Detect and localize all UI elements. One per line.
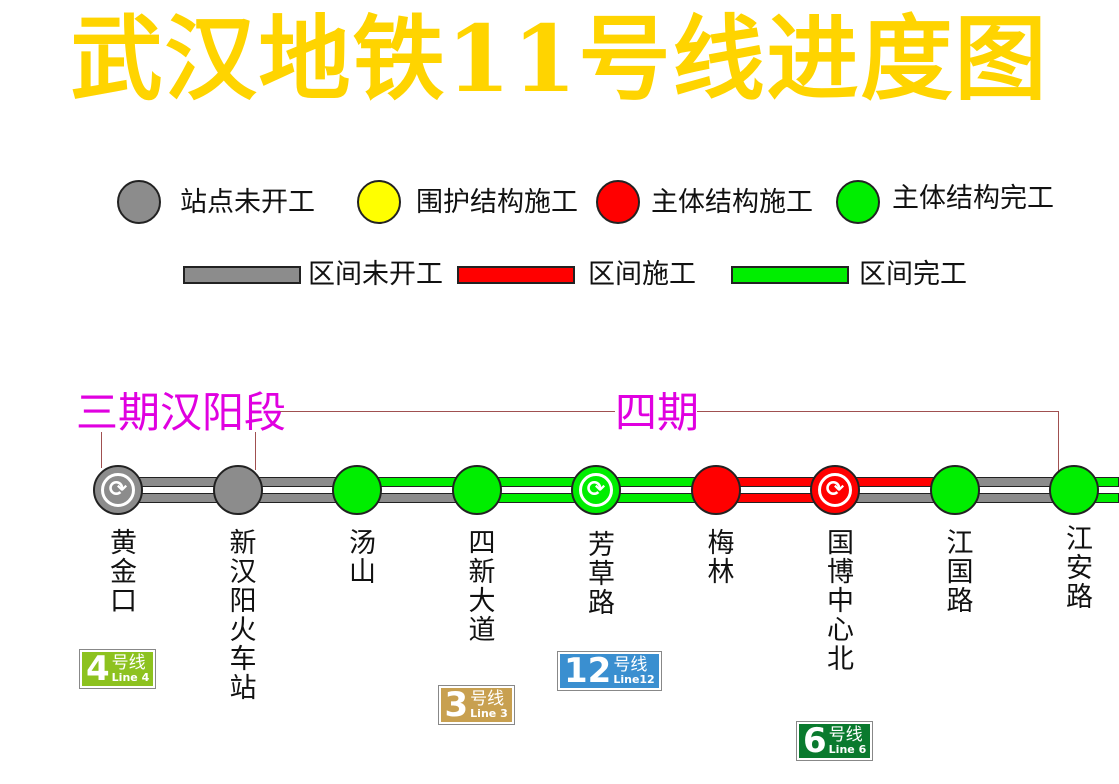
legend-bar-complete	[731, 266, 849, 284]
badge-cn: 号线	[111, 653, 146, 673]
legend-label: 区间施工	[588, 259, 696, 290]
legend-dot-main-construction	[596, 180, 640, 224]
phase-bracket-line	[101, 432, 102, 468]
phase-bracket-line	[255, 432, 256, 470]
transfer-icon: ⟳	[818, 473, 852, 507]
station-name: 国博中心北	[822, 528, 853, 673]
station-marker[interactable]: ⟳	[93, 465, 143, 515]
station-marker[interactable]	[332, 465, 382, 515]
legend-label: 主体结构完工	[892, 183, 1054, 214]
legend-label: 区间未开工	[308, 259, 443, 290]
legend-dot-not-started	[117, 180, 161, 224]
station-name: 江安路	[1061, 524, 1092, 611]
badge-line-number: 6	[803, 721, 827, 761]
station-name: 四新大道	[463, 528, 495, 644]
station-name: 黄金口	[105, 528, 136, 615]
station-name: 江国路	[941, 528, 973, 615]
legend-bar-not-started	[183, 266, 301, 284]
transfer-icon: ⟳	[579, 473, 613, 507]
phase-label-phase4: 四期	[615, 388, 700, 437]
station-name: 新汉阳火车站	[224, 528, 256, 702]
legend-label: 围护结构施工	[416, 187, 578, 218]
phase-bracket-line	[697, 411, 1059, 412]
badge-line-number: 3	[444, 685, 469, 725]
station-marker[interactable]	[451, 465, 502, 515]
phase-bracket-line	[1058, 411, 1059, 471]
station-name: 芳草路	[583, 530, 614, 617]
station-marker[interactable]	[690, 465, 741, 515]
badge-line-number: 4	[86, 649, 110, 689]
badge-line-number: 12	[564, 651, 612, 691]
legend-label: 站点未开工	[180, 187, 315, 218]
badge-cn: 号线	[470, 689, 505, 709]
phase-label-phase3: 三期汉阳段	[76, 388, 287, 437]
station-marker[interactable]: ⟳	[810, 465, 860, 515]
badge-en: Line 6	[828, 743, 867, 756]
station-name: 梅林	[702, 528, 734, 586]
legend-dot-main-complete	[836, 180, 880, 224]
station-marker[interactable]	[212, 465, 263, 515]
station-marker[interactable]	[1049, 465, 1099, 515]
station-marker[interactable]: ⟳	[571, 465, 621, 515]
page-title: 武汉地铁11号线进度图	[70, 5, 1049, 113]
legend-label: 主体结构施工	[651, 187, 813, 218]
badge-en: Line12	[613, 673, 655, 686]
legend-bar-construction	[457, 266, 575, 284]
badge-cn: 号线	[613, 655, 648, 675]
station-marker[interactable]	[929, 465, 980, 515]
badge-en: Line 4	[111, 671, 150, 684]
transfer-icon: ⟳	[101, 473, 135, 507]
station-name: 汤山	[344, 528, 375, 586]
legend-dot-retaining	[357, 180, 401, 224]
legend-label: 区间完工	[859, 259, 967, 290]
badge-en: Line 3	[470, 707, 508, 720]
badge-cn: 号线	[828, 725, 863, 745]
phase-bracket-line	[280, 411, 615, 412]
